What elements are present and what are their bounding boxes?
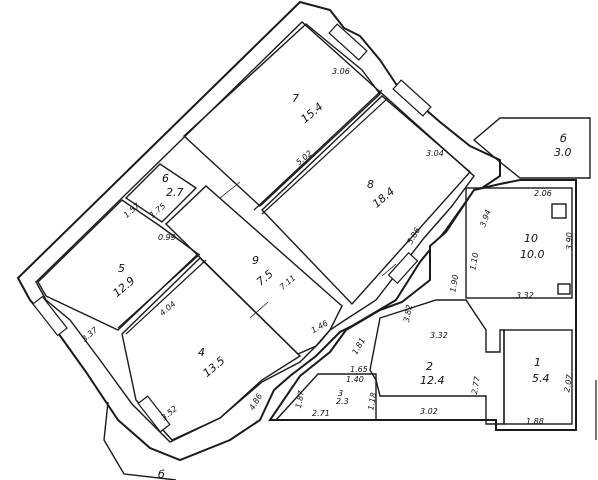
room-2-area: 12.4 bbox=[420, 374, 445, 387]
fixture-stove bbox=[557, 283, 571, 295]
room-4-number: 4 bbox=[198, 346, 205, 359]
fixture-sink bbox=[551, 203, 567, 219]
room-2-number: 2 bbox=[426, 360, 433, 373]
dim-0-99: 0.99 bbox=[158, 233, 176, 242]
room-1-number: 1 bbox=[534, 356, 541, 369]
room-9-number: 9 bbox=[252, 254, 259, 267]
dim-3-06: 3.06 bbox=[332, 67, 350, 76]
dim-1-65: 1.65 bbox=[350, 365, 368, 374]
dim-1-18: 1.18 bbox=[366, 392, 378, 411]
room-6-number: 6 bbox=[162, 172, 169, 185]
room-6-area: 2.7 bbox=[166, 186, 184, 199]
wall-5-4 bbox=[117, 253, 201, 329]
dim-1-88: 1.88 bbox=[526, 417, 544, 426]
room-2-outline bbox=[369, 299, 505, 425]
balcony-top-number: б bbox=[560, 132, 567, 145]
dim-1-10: 1.10 bbox=[468, 252, 480, 271]
room-10-outline bbox=[465, 187, 573, 299]
room-3-outline bbox=[274, 373, 377, 421]
room-10-number: 10 bbox=[524, 232, 538, 245]
room-3-number: 3 bbox=[338, 389, 343, 398]
balcony-bottom bbox=[103, 401, 177, 480]
dim-3-02: 3.02 bbox=[420, 407, 438, 416]
room-7-outline bbox=[182, 23, 381, 207]
room-7-number: 7 bbox=[292, 92, 299, 105]
dim-2-07: 2.07 bbox=[562, 373, 574, 393]
balcony-top-area: 3.0 bbox=[554, 146, 572, 159]
room-6-outline bbox=[124, 163, 198, 223]
room-5-number: 5 bbox=[118, 262, 125, 275]
dim-3-32-top: 3.32 bbox=[516, 291, 534, 300]
right-block-wall bbox=[268, 179, 577, 431]
dim-1-87: 1.87 bbox=[294, 389, 306, 409]
wall-5-4-b bbox=[125, 259, 207, 335]
dim-3-90: 3.90 bbox=[565, 232, 574, 250]
outer-wall-rotated bbox=[16, 0, 501, 462]
dim-3-82: 3.82 bbox=[402, 304, 414, 323]
dim-2-71: 2.71 bbox=[312, 409, 330, 418]
dim-2-77: 2.77 bbox=[470, 375, 482, 395]
balcony-bottom-number: б bbox=[158, 468, 165, 480]
room-8-number: 8 bbox=[367, 178, 374, 191]
room-3-area: 2.3 bbox=[336, 397, 349, 406]
balcony-top bbox=[472, 117, 591, 179]
dim-3-32-mid: 3.32 bbox=[430, 331, 448, 340]
wall-7-8-b bbox=[261, 97, 389, 215]
dim-1-90: 1.90 bbox=[448, 274, 460, 293]
inner-outline-rotated bbox=[35, 21, 475, 443]
door-marks bbox=[219, 181, 397, 319]
windows bbox=[32, 23, 432, 433]
room-8-outline bbox=[261, 95, 471, 306]
dim-2-06: 2.06 bbox=[534, 189, 552, 198]
room-5-outline bbox=[37, 199, 200, 331]
dim-3-04: 3.04 bbox=[426, 149, 444, 158]
dim-1-40: 1.40 bbox=[346, 375, 364, 384]
wall-7-8 bbox=[253, 89, 383, 211]
room-1-area: 5.4 bbox=[532, 372, 550, 385]
room-10-area: 10.0 bbox=[520, 248, 545, 261]
